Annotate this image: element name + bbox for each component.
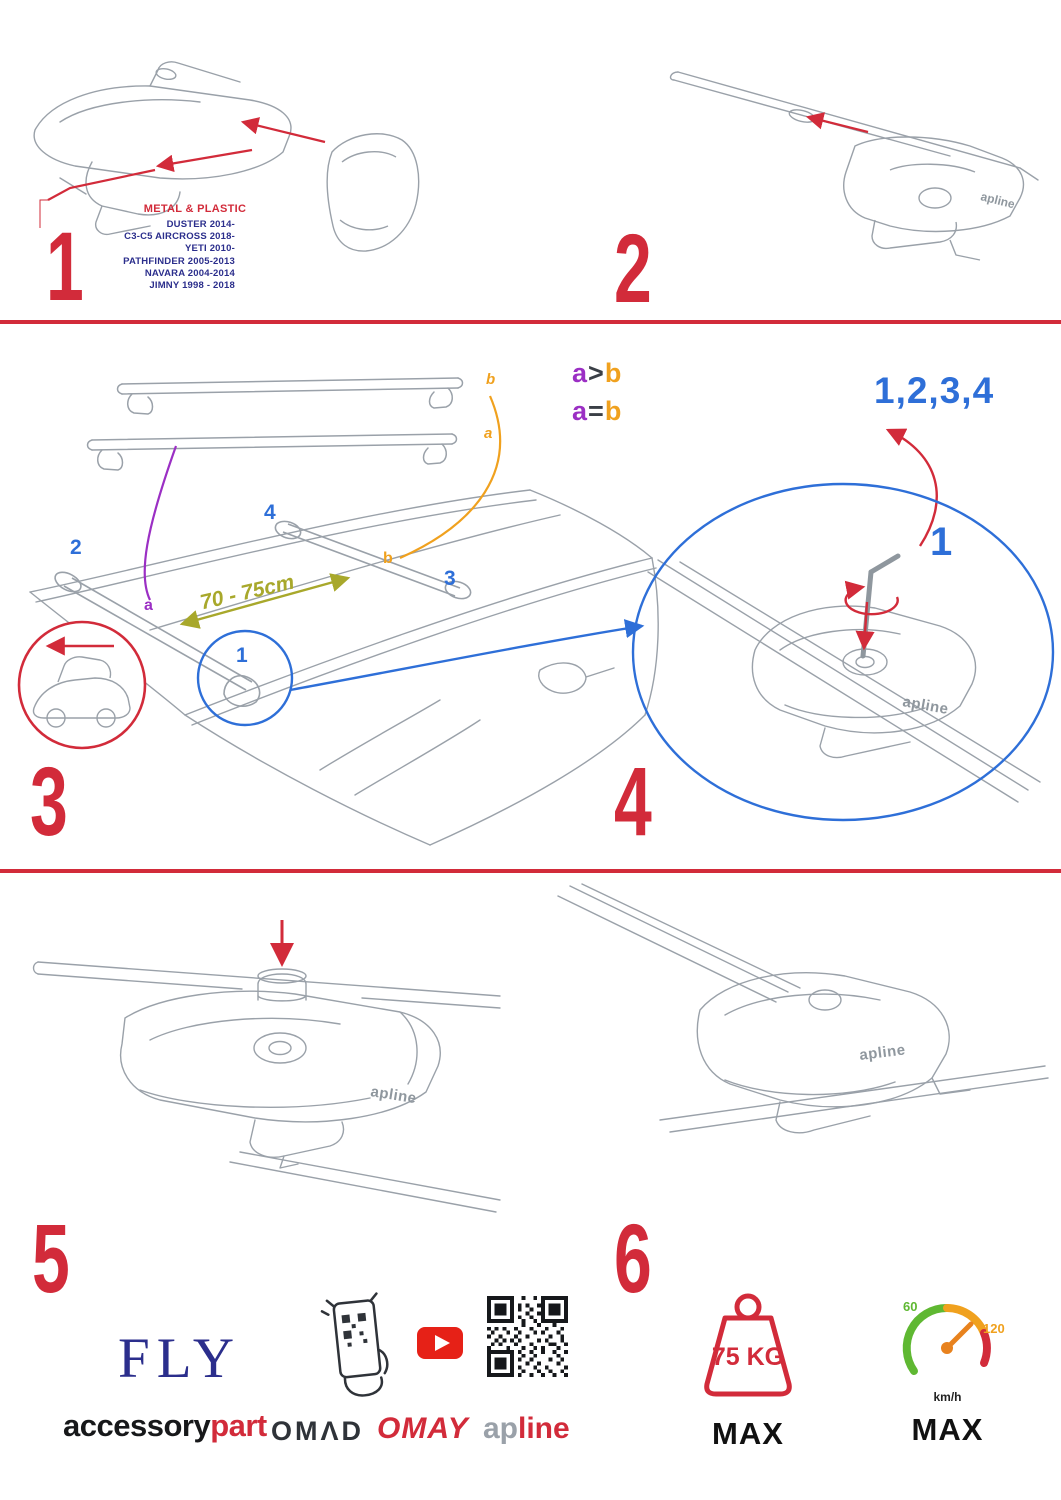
weight-value: 75 KG	[711, 1343, 785, 1371]
step-4-number: 4	[614, 747, 652, 856]
formula-a-gt-b: a>b	[572, 358, 623, 388]
phone-scan-icon	[320, 1292, 389, 1397]
speed-unit-label: km/h	[933, 1390, 962, 1404]
detail-circle	[196, 629, 294, 727]
loose-crossbars-drawing	[86, 377, 464, 471]
detail-pointer-arrow	[289, 619, 645, 692]
foot-brand-mark: apline	[369, 1083, 417, 1107]
accessorypart-logo: accessorypart	[63, 1408, 267, 1443]
red-turn-arrows	[844, 428, 938, 651]
vehicle-line: YETI 2010-	[184, 243, 235, 255]
foot-knob-drawing	[32, 961, 501, 1213]
speed-limit-icon	[902, 1303, 991, 1375]
material-label: METAL & PLASTIC	[143, 203, 247, 215]
foot-exploded-drawing	[33, 61, 292, 236]
speed-low-label: 60	[903, 1299, 918, 1314]
position-2-label: 2	[70, 536, 82, 559]
vehicle-list: DUSTER 2014- C3-C5 AIRCROSS 2018- YETI 2…	[95, 219, 235, 292]
red-insert-arrow	[805, 112, 869, 134]
car-roof-drawing	[29, 489, 659, 846]
position-4-label: 4	[264, 501, 276, 524]
step-3-number: 3	[30, 747, 68, 856]
apline-logo: apline	[483, 1412, 570, 1445]
position-3-label: 3	[444, 567, 456, 590]
leader-line	[39, 199, 48, 228]
youtube-icon	[417, 1327, 463, 1359]
vehicle-line: JIMNY 1998 - 2018	[149, 280, 235, 292]
qr-code	[487, 1296, 568, 1377]
section-divider	[0, 320, 1061, 324]
foot-brand-mark: apline	[858, 1041, 906, 1064]
crossbar-drawing	[669, 71, 1039, 181]
speed-high-label: 120	[983, 1321, 1005, 1336]
mounted-crossbars-drawing	[54, 520, 472, 707]
section-divider	[0, 869, 1061, 873]
step-5-number: 5	[32, 1204, 70, 1313]
mounted-foot-drawing	[557, 883, 1049, 1134]
position-1-callout: 1	[930, 520, 953, 564]
step-5-illustration: apline	[32, 920, 501, 1213]
vehicle-line: PATHFINDER 2005-2013	[123, 255, 235, 267]
distance-arrow	[179, 573, 351, 629]
cover-shell-drawing	[326, 133, 420, 252]
sequence-label: 1,2,3,4	[874, 370, 995, 411]
speed-max-label: MAX	[911, 1412, 984, 1447]
bar-a-label: a	[484, 425, 493, 442]
step-1-number: 1	[46, 212, 84, 321]
fly-logo: FLY	[118, 1327, 241, 1390]
step-3-illustration	[17, 377, 659, 846]
zoom-circle	[631, 482, 1055, 822]
car-direction-inset	[17, 620, 147, 750]
omad-logo: OMΛD	[271, 1416, 364, 1446]
omay-logo: OMAY	[377, 1412, 469, 1445]
step-2-number: 2	[614, 214, 652, 323]
step-6-illustration: apline	[557, 883, 1049, 1134]
roof-rack-foot-drawing	[843, 136, 1025, 261]
foot-brand-mark: apline	[979, 189, 1016, 211]
position-1-label: 1	[236, 644, 248, 667]
purple-leader-curve	[143, 445, 178, 601]
weight-limit-icon	[704, 1293, 792, 1397]
vehicle-line: DUSTER 2014-	[166, 219, 235, 230]
vehicle-line: C3-C5 AIRCROSS 2018-	[124, 231, 235, 243]
roof-b-label: b	[383, 550, 393, 567]
foot-detail-drawing	[647, 559, 1041, 803]
step-6-number: 6	[614, 1204, 652, 1313]
formula-a-eq-b: a=b	[572, 396, 623, 426]
roof-a-label: a	[144, 597, 153, 614]
bar-b-label: b	[486, 371, 496, 388]
orange-leader-curve	[399, 395, 502, 560]
step-1-illustration	[33, 61, 420, 252]
step-4-illustration: apline	[631, 428, 1055, 822]
foot-brand-mark: apline	[901, 693, 950, 718]
vehicle-line: NAVARA 2004-2014	[144, 267, 235, 279]
weight-max-label: MAX	[712, 1416, 784, 1451]
step-2-illustration: apline	[669, 71, 1039, 261]
allen-key-drawing	[860, 553, 901, 659]
red-assembly-arrows	[47, 117, 326, 201]
